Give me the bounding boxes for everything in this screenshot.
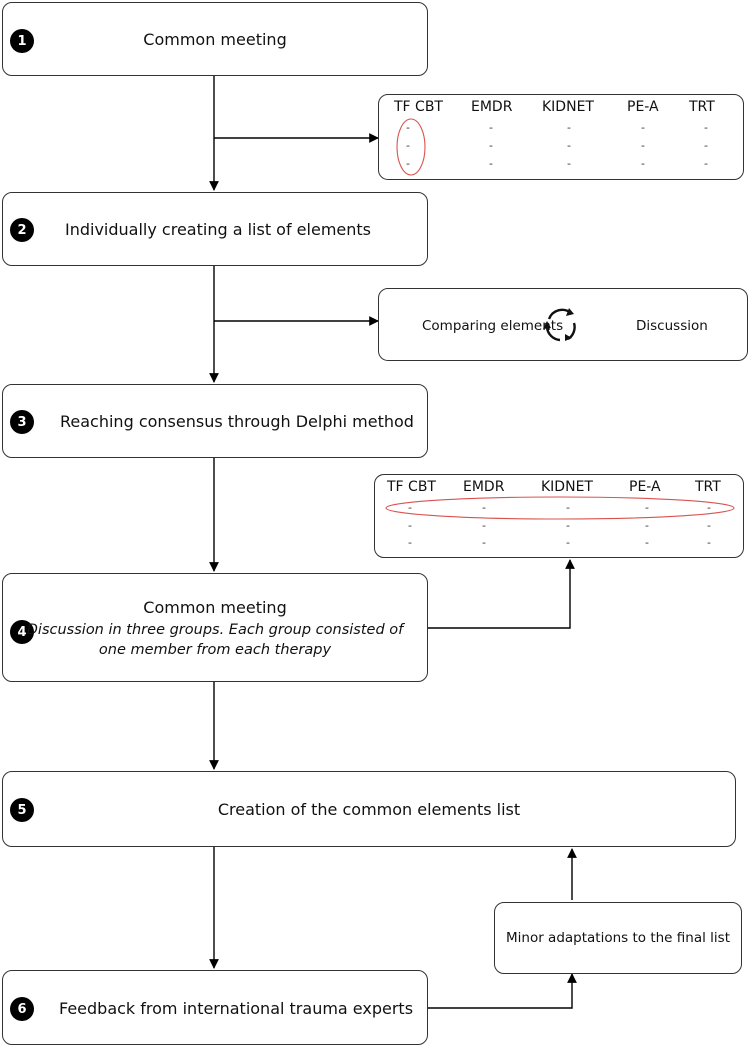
table2-cell: - xyxy=(645,501,649,514)
adaptations-box: Minor adaptations to the final list xyxy=(494,902,742,974)
table2-cell: - xyxy=(707,536,711,549)
table1-cell: - xyxy=(641,157,645,170)
table1-cell: - xyxy=(704,121,708,134)
table2-header-pea: PE-A xyxy=(629,479,661,495)
table2-cell: - xyxy=(566,501,570,514)
refresh-cycle-icon xyxy=(543,308,576,342)
step-4-box: 4 Common meeting Discussion in three gro… xyxy=(2,573,428,682)
table2-cell: - xyxy=(408,501,412,514)
table2-cell: - xyxy=(566,519,570,532)
table2-row-highlight xyxy=(385,496,735,520)
table1-cell: - xyxy=(406,121,410,134)
step-1-number: 1 xyxy=(10,29,34,53)
table1-cell: - xyxy=(641,121,645,134)
step-2-box: 2 Individually creating a list of elemen… xyxy=(2,192,428,266)
table1-header-kidnet: KIDNET xyxy=(542,99,594,115)
table2-box: TF CBT EMDR KIDNET PE-A TRT - - - - - - … xyxy=(374,474,744,558)
table1-header-trt: TRT xyxy=(689,99,715,115)
table1-column-highlight xyxy=(396,118,426,176)
step-4-label: Common meeting xyxy=(143,598,287,617)
adaptations-label: Minor adaptations to the final list xyxy=(506,930,730,946)
step-4-number: 4 xyxy=(10,620,34,644)
table1-cell: - xyxy=(567,121,571,134)
table2-header-kidnet: KIDNET xyxy=(541,479,593,495)
step-6-label: Feedback from international trauma exper… xyxy=(59,999,414,1018)
step-3-box: 3 Reaching consensus through Delphi meth… xyxy=(2,384,428,458)
step-4-detail-line2: one member from each therapy xyxy=(98,642,332,658)
discussion-label: Discussion xyxy=(636,318,708,334)
step-5-number: 5 xyxy=(10,798,34,822)
step-5-label: Creation of the common elements list xyxy=(217,800,521,819)
compare-discussion-box: Comparing elements Discussion xyxy=(378,288,748,361)
table2-cell: - xyxy=(645,519,649,532)
table2-cell: - xyxy=(482,536,486,549)
table2-header-emdr: EMDR xyxy=(463,479,505,495)
table1-cell: - xyxy=(567,139,571,152)
arrow-6-to-adapt xyxy=(428,973,577,1009)
table1-cell: - xyxy=(704,157,708,170)
step-1-label: Common meeting xyxy=(143,30,287,49)
table2-header-tfcbt: TF CBT xyxy=(387,479,436,495)
step-3-label: Reaching consensus through Delphi method xyxy=(60,412,414,431)
comparing-elements-label: Comparing elements xyxy=(422,318,564,334)
step-2-number: 2 xyxy=(10,218,34,242)
table1-cell: - xyxy=(489,157,493,170)
table1-cell: - xyxy=(704,139,708,152)
step-5-box: 5 Creation of the common elements list xyxy=(2,771,736,847)
table2-cell: - xyxy=(482,519,486,532)
table2-cell: - xyxy=(707,519,711,532)
step-3-number: 3 xyxy=(10,410,34,434)
table1-cell: - xyxy=(489,139,493,152)
arrow-4-to-table2 xyxy=(428,559,575,629)
table2-cell: - xyxy=(482,501,486,514)
table1-header-tfcbt: TF CBT xyxy=(394,99,443,115)
table2-cell: - xyxy=(566,536,570,549)
table1-box: TF CBT EMDR KIDNET PE-A TRT - - - - - - … xyxy=(378,94,744,180)
table2-cell: - xyxy=(645,536,649,549)
step-6-box: 6 Feedback from international trauma exp… xyxy=(2,970,428,1045)
table1-cell: - xyxy=(406,139,410,152)
table2-cell: - xyxy=(408,536,412,549)
step-4-detail-line1: Discussion in three groups. Each group c… xyxy=(26,622,404,638)
table1-header-pea: PE-A xyxy=(627,99,659,115)
table1-cell: - xyxy=(641,139,645,152)
table2-header-trt: TRT xyxy=(695,479,721,495)
table1-cell: - xyxy=(567,157,571,170)
table2-cell: - xyxy=(408,519,412,532)
step-2-label: Individually creating a list of elements xyxy=(65,220,371,239)
table1-header-emdr: EMDR xyxy=(471,99,513,115)
table2-cell: - xyxy=(707,501,711,514)
table1-cell: - xyxy=(489,121,493,134)
table1-cell: - xyxy=(406,157,410,170)
step-6-number: 6 xyxy=(10,997,34,1021)
step-1-box: 1 Common meeting xyxy=(2,2,428,76)
